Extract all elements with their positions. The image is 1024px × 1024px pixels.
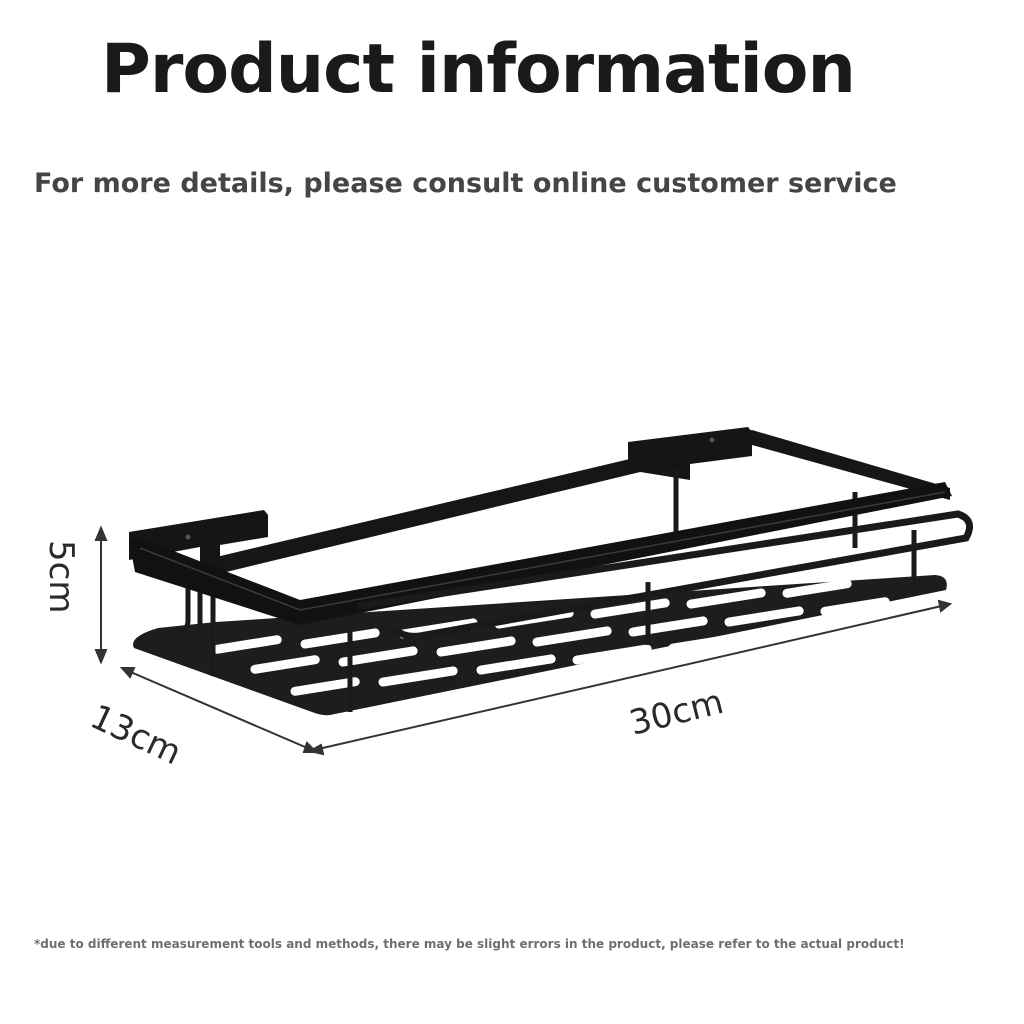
right-wall-bracket [628, 427, 752, 480]
left-wall-bracket [129, 510, 268, 582]
depth-dimension-line [125, 669, 313, 751]
dimension-lines [94, 525, 953, 756]
width-dimension-line [313, 604, 947, 751]
height-arrow-bottom [94, 649, 108, 665]
page-title: Product information [101, 30, 856, 109]
screw-hole-right [709, 437, 715, 443]
shelf-drawing [129, 427, 974, 716]
shelf-front-frame [129, 482, 952, 625]
depth-arrow-start [119, 667, 136, 679]
depth-label: 13cm [84, 697, 187, 773]
width-arrow-end [937, 599, 953, 613]
screw-hole-left [185, 534, 191, 540]
frame-highlight [139, 491, 946, 611]
page-subtitle: For more details, please consult online … [34, 168, 897, 199]
hook-1 [174, 567, 191, 633]
height-arrow-top [94, 525, 108, 541]
width-arrow-start [307, 743, 325, 756]
width-label: 30cm [626, 682, 728, 744]
front-towel-bar [356, 510, 974, 640]
height-label: 5cm [41, 540, 81, 613]
disclaimer-footnote: *due to different measurement tools and … [34, 937, 905, 951]
